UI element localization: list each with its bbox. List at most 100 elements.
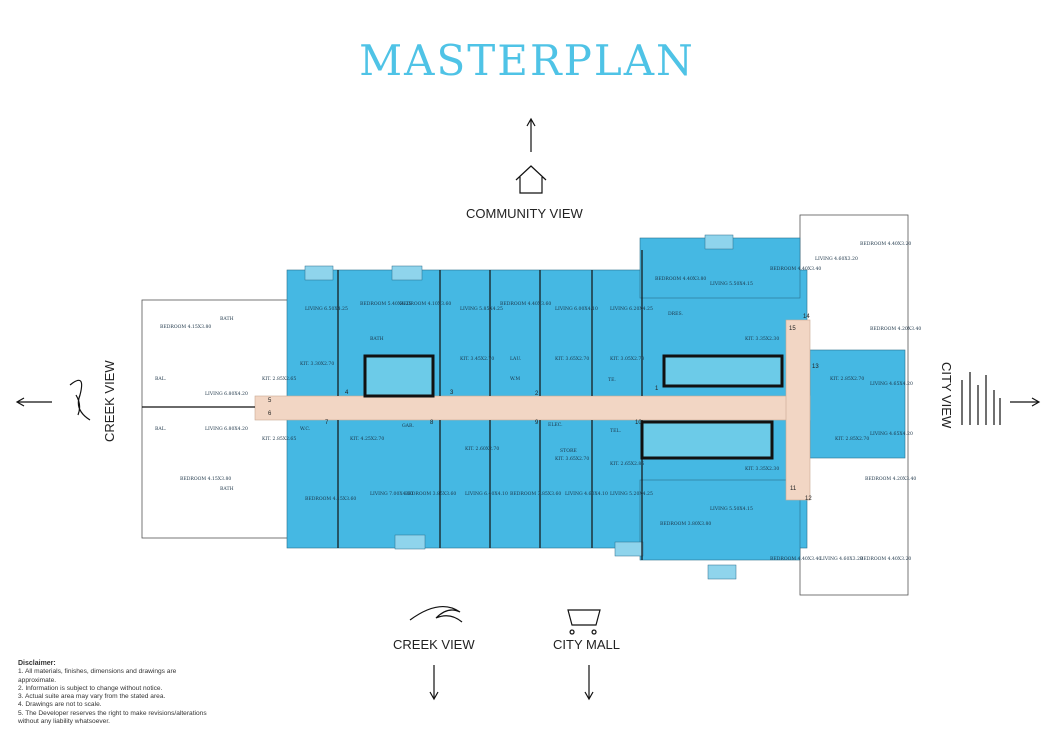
room-label: BEDROOM 4.20X3.40 [870, 326, 921, 332]
room-label: BEDROOM 4.40X3.40 [770, 266, 821, 272]
room-label: DRES. [668, 311, 683, 317]
room-label: KIT. 3.05X2.70 [610, 356, 644, 362]
room-label: BEDROOM 4.15X3.80 [160, 324, 211, 330]
room-label: LIVING 5.50X4.15 [710, 281, 753, 287]
unit-number: 11 [790, 486, 797, 492]
room-label: BAL. [155, 426, 167, 432]
walls [142, 250, 643, 560]
room-label: LIVING 4.65X4.20 [870, 431, 913, 437]
lower-right-units [639, 479, 801, 561]
community-view-label: COMMUNITY VIEW [466, 206, 583, 221]
unit-number: 9 [535, 420, 539, 426]
unit-number: 1 [655, 386, 659, 392]
disclaimer-item: 1. All materials, finishes, dimensions a… [18, 668, 177, 684]
room-label: KIT. 4.25X2.70 [350, 436, 384, 442]
room-label: KIT. 2.65X2.85 [610, 461, 644, 467]
room-label: BEDROOM 3.80X3.80 [660, 521, 711, 527]
unit-number: 12 [805, 496, 812, 502]
room-label: LIVING 4.60X4.10 [565, 491, 608, 497]
disclaimer-item: 2. Information is subject to change with… [18, 684, 163, 692]
house-icon [515, 165, 547, 194]
room-label: BATH [220, 486, 234, 492]
creek-view-bottom-label: CREEK VIEW [393, 637, 475, 652]
room-label: LIVING 6.20X4.25 [610, 306, 653, 312]
disclaimer-item: 5. The Developer reserves the right to m… [18, 709, 207, 726]
room-label: KIT. 2.60X2.70 [465, 446, 499, 452]
room-label: LAU. [510, 356, 522, 362]
unit-number: 8 [430, 420, 434, 426]
arrow-down-head-icon [429, 691, 439, 701]
room-label: LIVING 4.65X4.20 [870, 381, 913, 387]
room-label: KIT. 3.35X2.30 [745, 466, 779, 472]
balcony [614, 541, 644, 557]
unit-number: 15 [789, 326, 796, 332]
room-label: LIVING 4.60X3.20 [815, 256, 858, 262]
room-label: LIVING 6.80X4.20 [205, 426, 248, 432]
room-label: BEDROOM 3.85X3.60 [510, 491, 561, 497]
side-corridor [785, 319, 811, 501]
unit-number: 6 [268, 411, 272, 417]
room-label: ELEC. [548, 422, 563, 428]
disclaimer-item: 3. Actual suite area may vary from the s… [18, 693, 166, 701]
building-icon [961, 372, 1001, 425]
room-label: KIT. 3.45X2.70 [460, 356, 494, 362]
room-label: KIT. 2.85X2.70 [830, 376, 864, 382]
room-label: LIVING 6.00X4.10 [555, 306, 598, 312]
room-label: KIT. 2.85X2.65 [262, 436, 296, 442]
room-label: KIT. 2.85X2.65 [262, 376, 296, 382]
core-right-lower [640, 420, 774, 460]
unit-number: 7 [325, 420, 329, 426]
room-label: BEDROOM 4.10X3.60 [400, 301, 451, 307]
unit-number: 10 [635, 420, 642, 426]
room-label: BEDROOM 4.15X3.60 [305, 496, 356, 502]
city-view-units [809, 349, 906, 459]
corridor [254, 319, 811, 501]
unit-number: 13 [812, 364, 819, 370]
room-label: BEDROOM 4.40X3.20 [860, 241, 911, 247]
arrow-down-head-icon [584, 691, 594, 701]
room-label: BEDROOM 3.85X3.60 [405, 491, 456, 497]
room-label: LIVING 7.00X4.10 [370, 491, 413, 497]
room-label: GAR. [402, 423, 414, 429]
room-label: TEL. [610, 428, 621, 434]
room-label: KIT. 3.30X2.70 [300, 361, 334, 367]
room-label: KIT. 3.35X2.30 [745, 336, 779, 342]
wave-icon [409, 605, 463, 623]
room-label: BATH [220, 316, 234, 322]
room-label: BEDROOM 4.40X3.40 [770, 556, 821, 562]
balconies [304, 234, 737, 580]
room-label: BAL. [155, 376, 167, 382]
room-label: W.C. [300, 426, 311, 432]
balcony [304, 265, 334, 281]
disclaimer-heading: Disclaimer: [18, 660, 56, 667]
room-label: KIT. 3.65X2.70 [555, 356, 589, 362]
room-label: LIVING 6.50X4.25 [305, 306, 348, 312]
room-label: STORE [560, 448, 577, 454]
city-view-label: CITY VIEW [939, 362, 954, 429]
room-label: LIVING 5.20X4.25 [610, 491, 653, 497]
unit-number: 3 [450, 390, 454, 396]
room-label: LIVING 4.60X3.20 [820, 556, 863, 562]
room-label: BEDROOM 4.40X3.60 [500, 301, 551, 307]
core-right-upper [662, 354, 784, 388]
room-label: LIVING 5.85X4.25 [460, 306, 503, 312]
room-label: KIT. 2.85X2.70 [835, 436, 869, 442]
balcony [394, 534, 426, 550]
room-label: TE. [608, 377, 616, 383]
arrow-left-head-icon [15, 397, 25, 407]
unit-number: 2 [535, 391, 539, 397]
room-label: BEDROOM 5.40X4.25 [360, 301, 411, 307]
balcony [391, 265, 423, 281]
room-label: BEDROOM 4.15X3.80 [180, 476, 231, 482]
page-title: MASTERPLAN [359, 36, 695, 85]
room-label: BEDROOM 4.40X3.80 [655, 276, 706, 282]
wave-icon [69, 379, 91, 421]
unit-number: 4 [345, 390, 349, 396]
core [363, 354, 784, 460]
main-corridor [254, 395, 811, 421]
arrow-up-head-icon [526, 117, 536, 127]
room-label: LIVING 6.40X4.10 [465, 491, 508, 497]
